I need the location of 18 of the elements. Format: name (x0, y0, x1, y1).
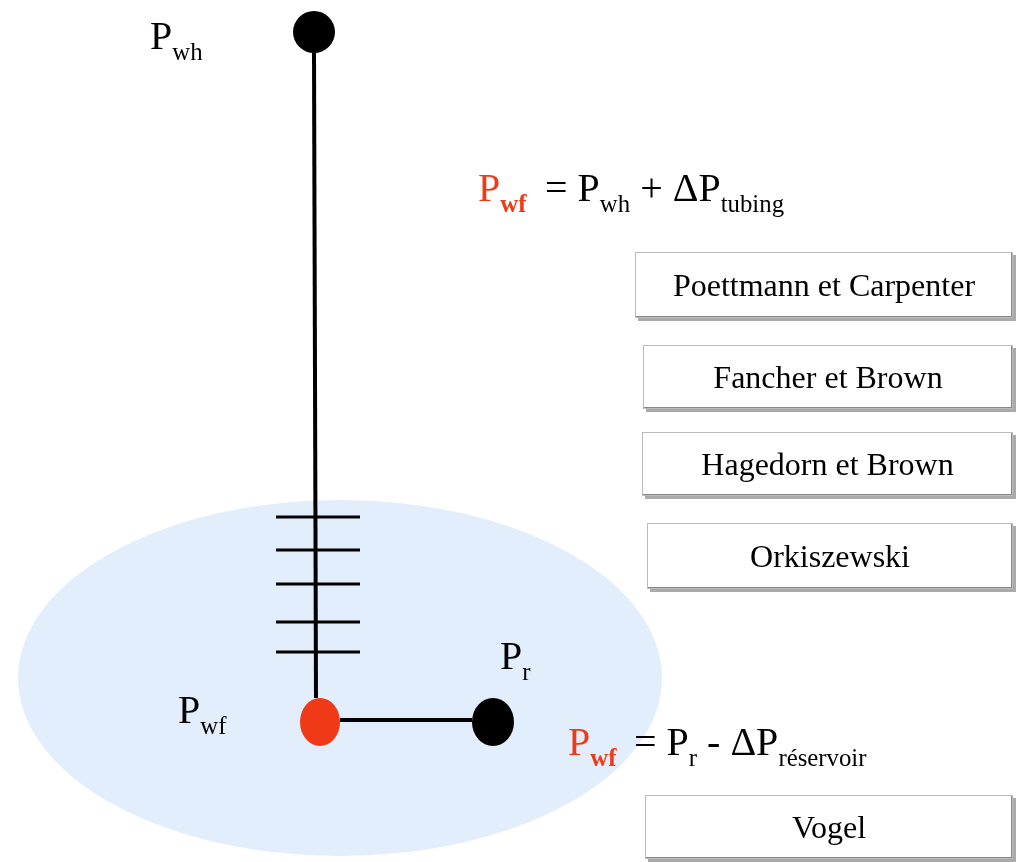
pressure-label: P$_{r}$ (500, 636, 531, 685)
reservoir-ellipse (18, 500, 662, 856)
method-box: Orkiszewski (647, 523, 1013, 589)
method-box: Vogel (645, 795, 1013, 859)
method-box: Poettmann et Carpenter (635, 252, 1013, 318)
pressure-symbol: P$_{wf}$ (478, 168, 527, 217)
dot-marker (472, 698, 514, 746)
dot-marker (293, 11, 335, 53)
well-line (312, 53, 318, 698)
pressure-equation: = P$_{r}$ - ΔP$_{réservoir}$ (634, 722, 867, 771)
pressure-symbol: P$_{wf}$ (568, 722, 617, 771)
dot-marker (300, 698, 340, 746)
method-box: Fancher et Brown (643, 345, 1013, 409)
method-box: Hagedorn et Brown (642, 432, 1013, 496)
pressure-equation: = P$_{wh}$ + ΔP$_{tubing}$ (545, 168, 785, 217)
well-line (340, 718, 472, 722)
pressure-label: P$_{wf}$ (178, 690, 227, 739)
pressure-label: P$_{wh}$ (150, 16, 203, 65)
